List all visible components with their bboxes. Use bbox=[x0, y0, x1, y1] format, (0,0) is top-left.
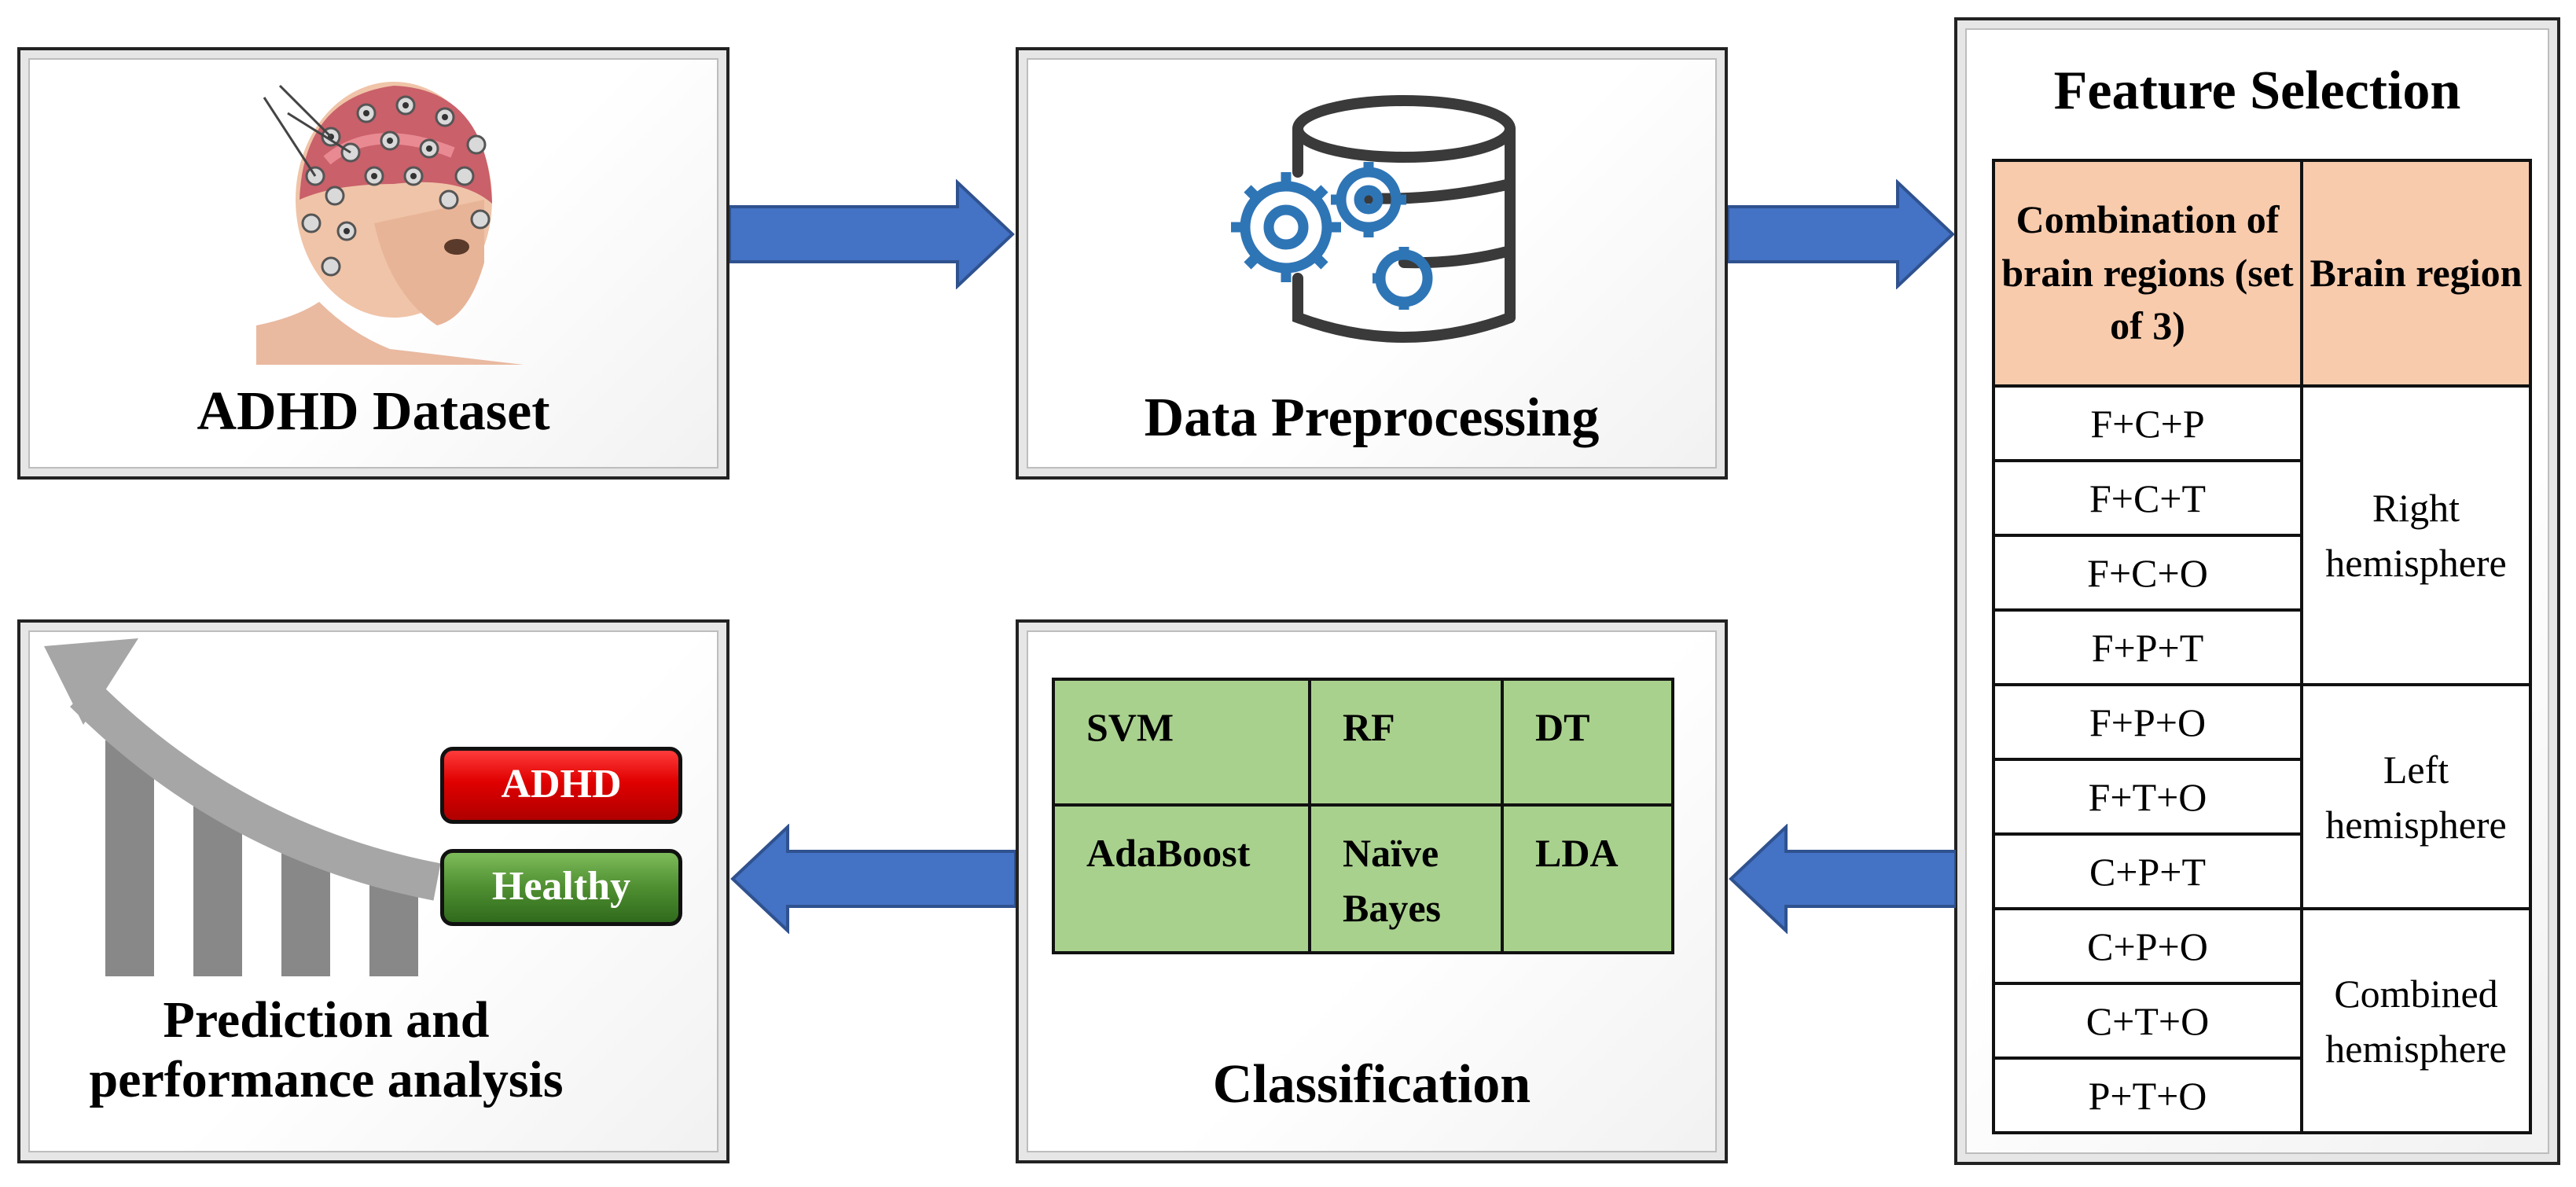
table-row: F+C+O bbox=[1992, 534, 2530, 612]
arrow-classification-to-prediction bbox=[730, 824, 1016, 934]
table-row: F+C+P Right hemisphere bbox=[1992, 384, 2532, 686]
combo-cell: C+P+O bbox=[1992, 907, 2303, 985]
classifier-cell: LDA bbox=[1501, 803, 1674, 954]
classifier-cell: DT bbox=[1501, 678, 1674, 807]
combo-cell: F+C+O bbox=[1992, 534, 2303, 612]
dataset-label: ADHD Dataset bbox=[197, 381, 550, 442]
preprocessing-label: Data Preprocessing bbox=[1144, 388, 1600, 448]
classifier-row: SVM RF DT bbox=[1052, 678, 1674, 807]
header-brain-region: Brain region bbox=[2300, 159, 2532, 388]
classification-label: Classification bbox=[1212, 1054, 1531, 1115]
combo-cell: C+T+O bbox=[1992, 982, 2303, 1060]
combo-cell: F+T+O bbox=[1992, 758, 2303, 836]
table-row: C+P+T bbox=[1992, 832, 2530, 910]
table-row: F+P+O Left hemisphere bbox=[1992, 683, 2532, 910]
healthy-outcome-badge: Healthy bbox=[440, 849, 682, 926]
adhd-outcome-badge: ADHD bbox=[440, 747, 682, 824]
classifier-row: AdaBoost Naïve Bayes LDA bbox=[1052, 803, 1674, 954]
feature-table-header: Combination of brain regions (set of 3) … bbox=[1992, 159, 2532, 388]
combo-cell: P+T+O bbox=[1992, 1057, 2303, 1134]
feature-table: Combination of brain regions (set of 3) … bbox=[1992, 159, 2532, 1134]
region-cell-right: Right hemisphere bbox=[2300, 384, 2532, 686]
arrow-feature-selection-to-classification bbox=[1729, 824, 1956, 934]
feature-selection-node: Feature Selection Combination of brain r… bbox=[1954, 17, 2560, 1165]
classifier-cell: Naïve Bayes bbox=[1308, 803, 1504, 954]
classifier-cell: AdaBoost bbox=[1052, 803, 1311, 954]
region-cell-left: Left hemisphere bbox=[2300, 683, 2532, 910]
prediction-node: ADHD Healthy Prediction and performance … bbox=[17, 619, 729, 1163]
combo-cell: F+C+P bbox=[1992, 384, 2303, 462]
arrow-dataset-to-preprocessing bbox=[729, 179, 1015, 289]
combo-cell: C+P+T bbox=[1992, 832, 2303, 910]
database-gears-icon bbox=[1231, 95, 1516, 343]
classification-node: SVM RF DT AdaBoost Naïve Bayes LDA Class… bbox=[1016, 619, 1728, 1163]
combo-cell: F+P+O bbox=[1992, 683, 2303, 761]
table-row: F+C+T bbox=[1992, 459, 2530, 537]
combo-cell: F+C+T bbox=[1992, 459, 2303, 537]
table-row: C+P+O Combined hemisphere bbox=[1992, 907, 2532, 1134]
table-row: F+T+O bbox=[1992, 758, 2530, 836]
dataset-node: ADHD Dataset bbox=[17, 47, 729, 480]
classifier-cell: SVM bbox=[1052, 678, 1311, 807]
classifier-cell: RF bbox=[1308, 678, 1504, 807]
eeg-head-illustration bbox=[256, 82, 524, 365]
preprocessing-node: Data Preprocessing bbox=[1016, 47, 1728, 480]
feature-selection-label: Feature Selection bbox=[2053, 61, 2461, 121]
trend-chart-icon bbox=[44, 638, 441, 976]
arrow-preprocessing-to-feature-selection bbox=[1728, 179, 1955, 289]
classifier-grid: SVM RF DT AdaBoost Naïve Bayes LDA bbox=[1052, 678, 1674, 954]
table-row: C+T+O bbox=[1992, 982, 2530, 1060]
table-row: P+T+O bbox=[1992, 1057, 2530, 1134]
region-cell-combined: Combined hemisphere bbox=[2300, 907, 2532, 1134]
combo-cell: F+P+T bbox=[1992, 608, 2303, 686]
table-row: F+P+T bbox=[1992, 608, 2530, 686]
prediction-label: Prediction and performance analysis bbox=[89, 991, 564, 1108]
header-combination: Combination of brain regions (set of 3) bbox=[1992, 159, 2303, 388]
